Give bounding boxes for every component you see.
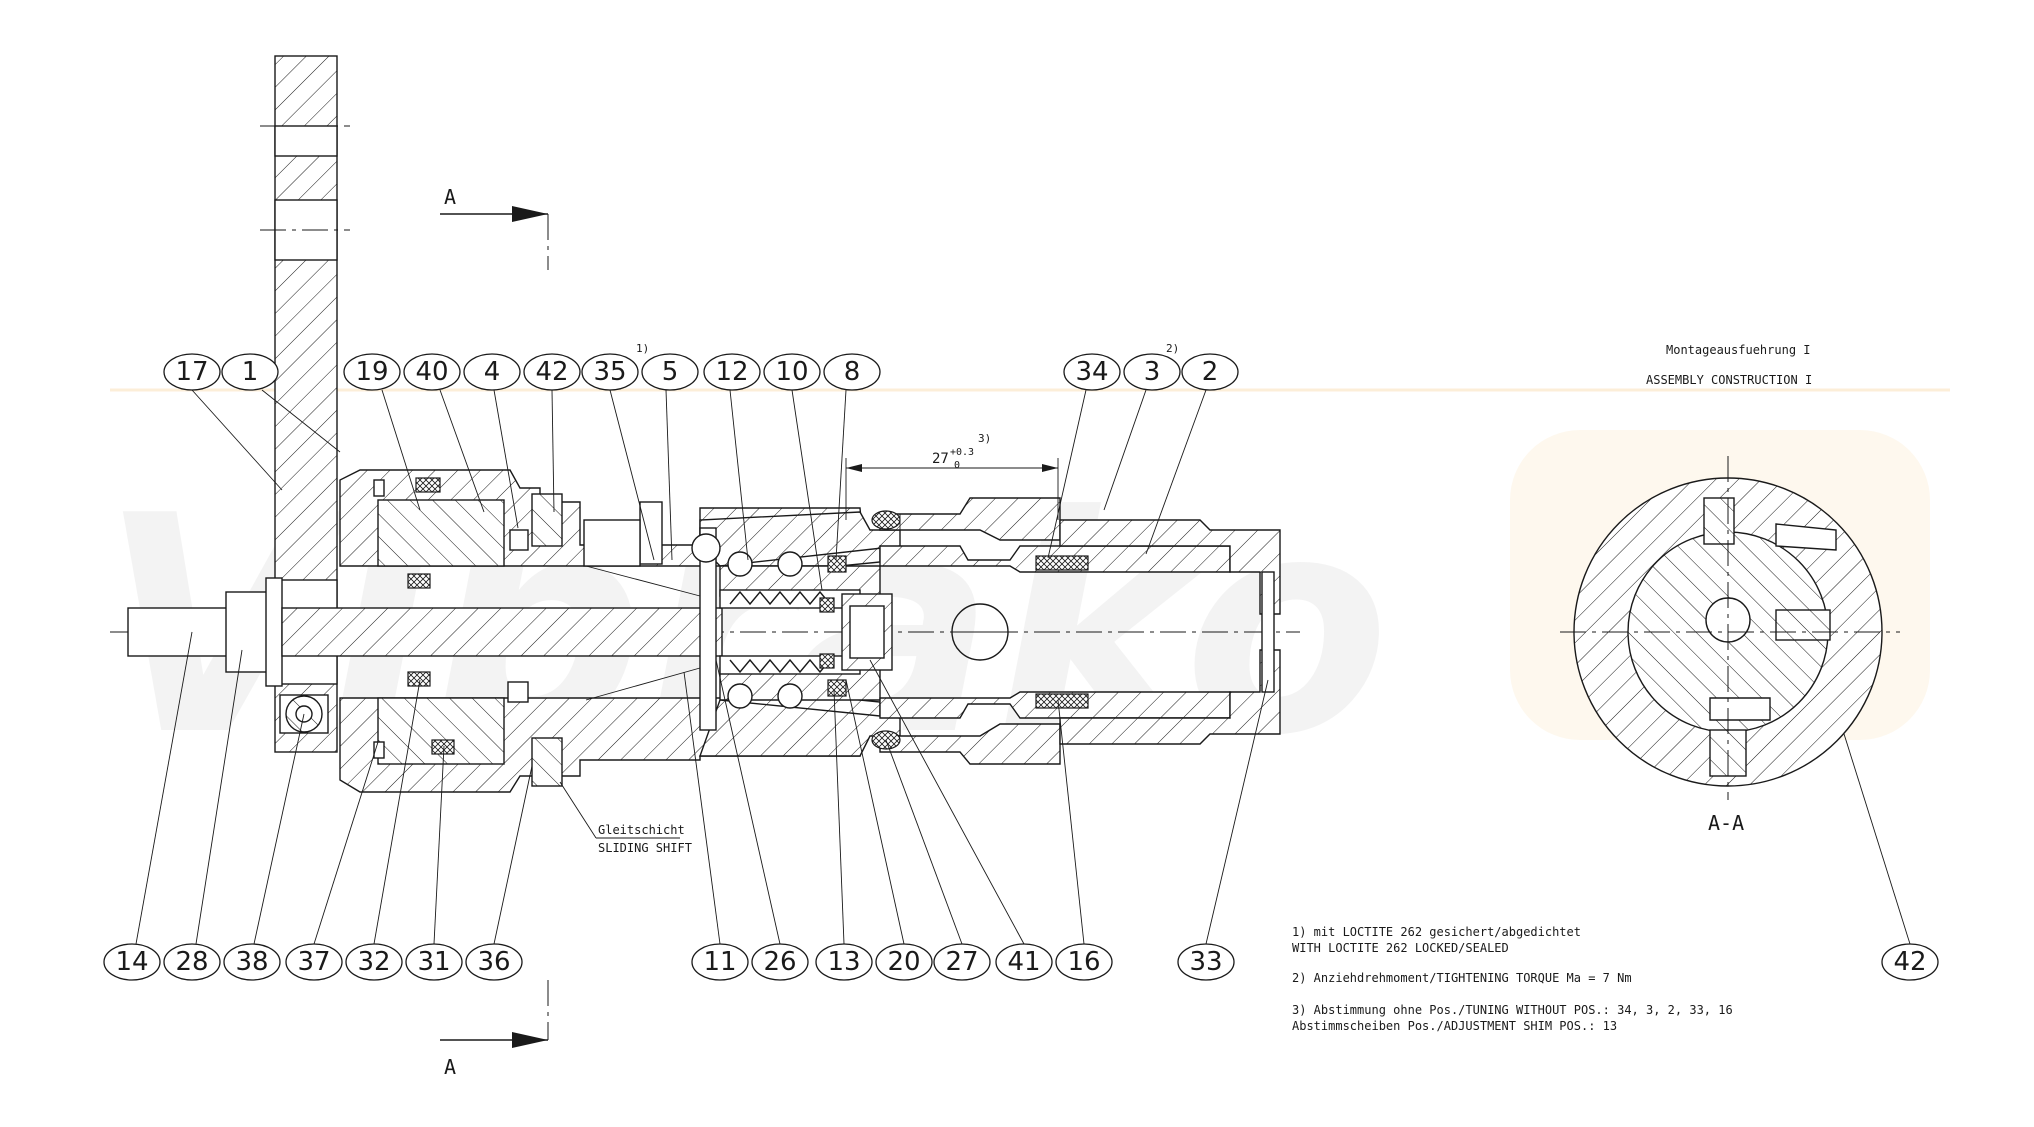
balloon-label: 42: [1893, 947, 1926, 977]
balloon-5: [641, 353, 699, 391]
note-1-de: 1) mit LOCTITE 262 gesichert/abgedichtet: [1292, 925, 1581, 939]
assembly-title-de: Montageausfuehrung I: [1666, 343, 1811, 357]
balloon-section: 42: [1881, 943, 1939, 981]
dimension-tolerance: +0.3: [950, 447, 974, 458]
balloon-38: [223, 943, 281, 981]
balloon-label: 4: [484, 357, 501, 387]
balloon-41: [995, 943, 1053, 981]
balloon-20: [875, 943, 933, 981]
section-view-aa: Montageausfuehrung I ASSEMBLY CONSTRUCTI…: [1560, 343, 1900, 835]
input-stud: [127, 577, 283, 687]
balloon-33: [1177, 943, 1235, 981]
note-1-en: WITH LOCTITE 262 LOCKED/SEALED: [1292, 941, 1509, 955]
dimension-note-ref: 3): [978, 432, 991, 445]
superscript-note-1: 1): [636, 342, 649, 355]
balloon-label: 12: [715, 357, 748, 387]
section-label-bottom: A: [444, 1055, 456, 1079]
balloons-top: 17 1 19 40 4 42 35 5 12 10 8 34 3 2: [163, 353, 1239, 391]
note-3: 3) Abstimmung ohne Pos./TUNING WITHOUT P…: [1292, 1003, 1733, 1017]
balloon-3: [1123, 353, 1181, 391]
section-view-label: A-A: [1708, 811, 1744, 835]
balloon-label: 34: [1075, 357, 1108, 387]
balloon-label: 36: [477, 947, 510, 977]
balloon-label: 32: [357, 947, 390, 977]
balloon-17: [163, 353, 221, 391]
balloon-35: [581, 353, 639, 391]
note-3-shim: Abstimmscheiben Pos./ADJUSTMENT SHIM POS…: [1292, 1019, 1617, 1033]
balloon-28: [163, 943, 221, 981]
balloon-label: 40: [415, 357, 448, 387]
balloon-14: [103, 943, 161, 981]
balloon-label: 2: [1202, 357, 1219, 387]
sliding-layer-en: SLIDING SHIFT: [598, 841, 692, 855]
balloon-31: [405, 943, 463, 981]
balloon-8: [823, 353, 881, 391]
balloon-37: [285, 943, 343, 981]
balloon-27: [933, 943, 991, 981]
balloon-12: [703, 353, 761, 391]
balloon-11: [691, 943, 749, 981]
balloon-label: 10: [775, 357, 808, 387]
balloon-34: [1063, 353, 1121, 391]
balloon-label: 31: [417, 947, 450, 977]
balloon-label: 14: [115, 947, 148, 977]
balloon-label: 11: [703, 947, 736, 977]
note-2: 2) Anziehdrehmoment/TIGHTENING TORQUE Ma…: [1292, 971, 1632, 985]
leader-lines: [135, 389, 1911, 945]
assembly-title-en: ASSEMBLY CONSTRUCTION I: [1646, 373, 1812, 387]
section-label-top: A: [444, 185, 456, 209]
notes-block: 1) mit LOCTITE 262 gesichert/abgedichtet…: [1292, 925, 1733, 1033]
balloon-label: 16: [1067, 947, 1100, 977]
balloon-10: [763, 353, 821, 391]
balloon-label: 41: [1007, 947, 1040, 977]
dimension-27: 27 +0.3 0 3): [845, 432, 1059, 520]
balloon-13: [815, 943, 873, 981]
balloon-36: [465, 943, 523, 981]
superscript-note-2: 2): [1166, 342, 1179, 355]
balloon-label: 20: [887, 947, 920, 977]
sliding-layer-de: Gleitschicht: [598, 823, 685, 837]
sliding-layer-label: Gleitschicht SLIDING SHIFT: [559, 781, 692, 855]
balloon-4: [463, 353, 521, 391]
balloon-1: [221, 353, 279, 391]
balloon-2: [1181, 353, 1239, 391]
balloon-label: 33: [1189, 947, 1222, 977]
balloon-label: 28: [175, 947, 208, 977]
balloon-label: 13: [827, 947, 860, 977]
balloon-label: 17: [175, 357, 208, 387]
balloon-16: [1055, 943, 1113, 981]
balloon-label: 35: [593, 357, 626, 387]
balloons-bottom: 14 28 38 37 32 31 36 11 26 13 20 27 41 16 33: [103, 943, 1235, 981]
spring-housing: [691, 511, 901, 757]
dimension-value: 27: [932, 451, 949, 467]
balloon-40: [403, 353, 461, 391]
balloon-label: 19: [355, 357, 388, 387]
balloon-26: [751, 943, 809, 981]
balloon-label: 5: [662, 357, 679, 387]
balloon-label: 38: [235, 947, 268, 977]
balloon-42: [523, 353, 581, 391]
balloon-label: 26: [763, 947, 796, 977]
section-marker: A A: [440, 185, 549, 1079]
balloon-label: 27: [945, 947, 978, 977]
balloon-label: 37: [297, 947, 330, 977]
dimension-tolerance-low: 0: [954, 460, 960, 471]
balloon-19: [343, 353, 401, 391]
balloon-label: 8: [844, 357, 861, 387]
balloon-label: 3: [1144, 357, 1161, 387]
balloon-label: 1: [242, 357, 259, 387]
balloon-label: 42: [535, 357, 568, 387]
balloon-32: [345, 943, 403, 981]
